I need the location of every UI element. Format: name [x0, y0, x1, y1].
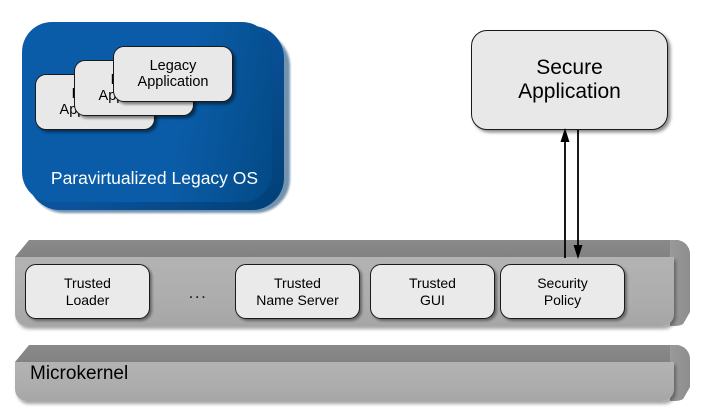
microkernel-bar-right-face — [670, 345, 690, 401]
trusted-loader-label: Trusted Loader — [64, 275, 111, 307]
trusted-service-box-trusted-gui[interactable]: Trusted GUI — [370, 264, 495, 319]
trusted-gui-line1: Trusted — [409, 275, 456, 292]
trusted-name-server-line1: Trusted — [274, 275, 321, 292]
security-policy-line2: Policy — [543, 291, 582, 308]
legacy-application-box-3[interactable]: Legacy Application — [113, 46, 233, 102]
trusted-gui-line2: GUI — [420, 291, 445, 308]
arrow-up-security-policy-to-secure-application — [560, 128, 570, 258]
trusted-service-box-security-policy[interactable]: Security Policy — [500, 264, 625, 319]
secure-application-label: Secure Application — [518, 56, 621, 104]
secure-application-line2: Application — [518, 80, 621, 103]
trusted-name-server-line2: Name Server — [256, 291, 339, 308]
trusted-loader-line2: Loader — [65, 291, 110, 308]
microkernel-bar-top-face — [15, 345, 690, 362]
legacy-application-label-3: Legacy Application — [138, 58, 209, 90]
trusted-gui-label: Trusted GUI — [409, 275, 456, 307]
trusted-loader-line1: Trusted — [64, 275, 111, 292]
trusted-services-bar-right-face — [670, 240, 690, 326]
legacy-application-line2-3: Application — [137, 74, 209, 90]
microkernel-label: Microkernel — [30, 363, 129, 384]
trusted-name-server-label: Trusted Name Server — [256, 275, 338, 307]
services-ellipsis: ... — [188, 283, 208, 302]
security-policy-line1: Security — [537, 275, 588, 292]
legacy-application-line1-3: Legacy — [149, 57, 197, 74]
microkernel-bar-front-face — [15, 362, 674, 401]
secure-application-line1: Secure — [536, 55, 603, 79]
trusted-service-box-trusted-loader[interactable]: Trusted Loader — [25, 264, 150, 319]
security-policy-label: Security Policy — [537, 275, 588, 307]
trusted-services-bar-top-face — [15, 240, 690, 257]
trusted-service-box-trusted-name-server[interactable]: Trusted Name Server — [235, 264, 360, 319]
microkernel-bar — [15, 345, 690, 401]
secure-application-box[interactable]: Secure Application — [471, 30, 668, 130]
legacy-os-label: Paravirtualized Legacy OS — [50, 168, 259, 188]
